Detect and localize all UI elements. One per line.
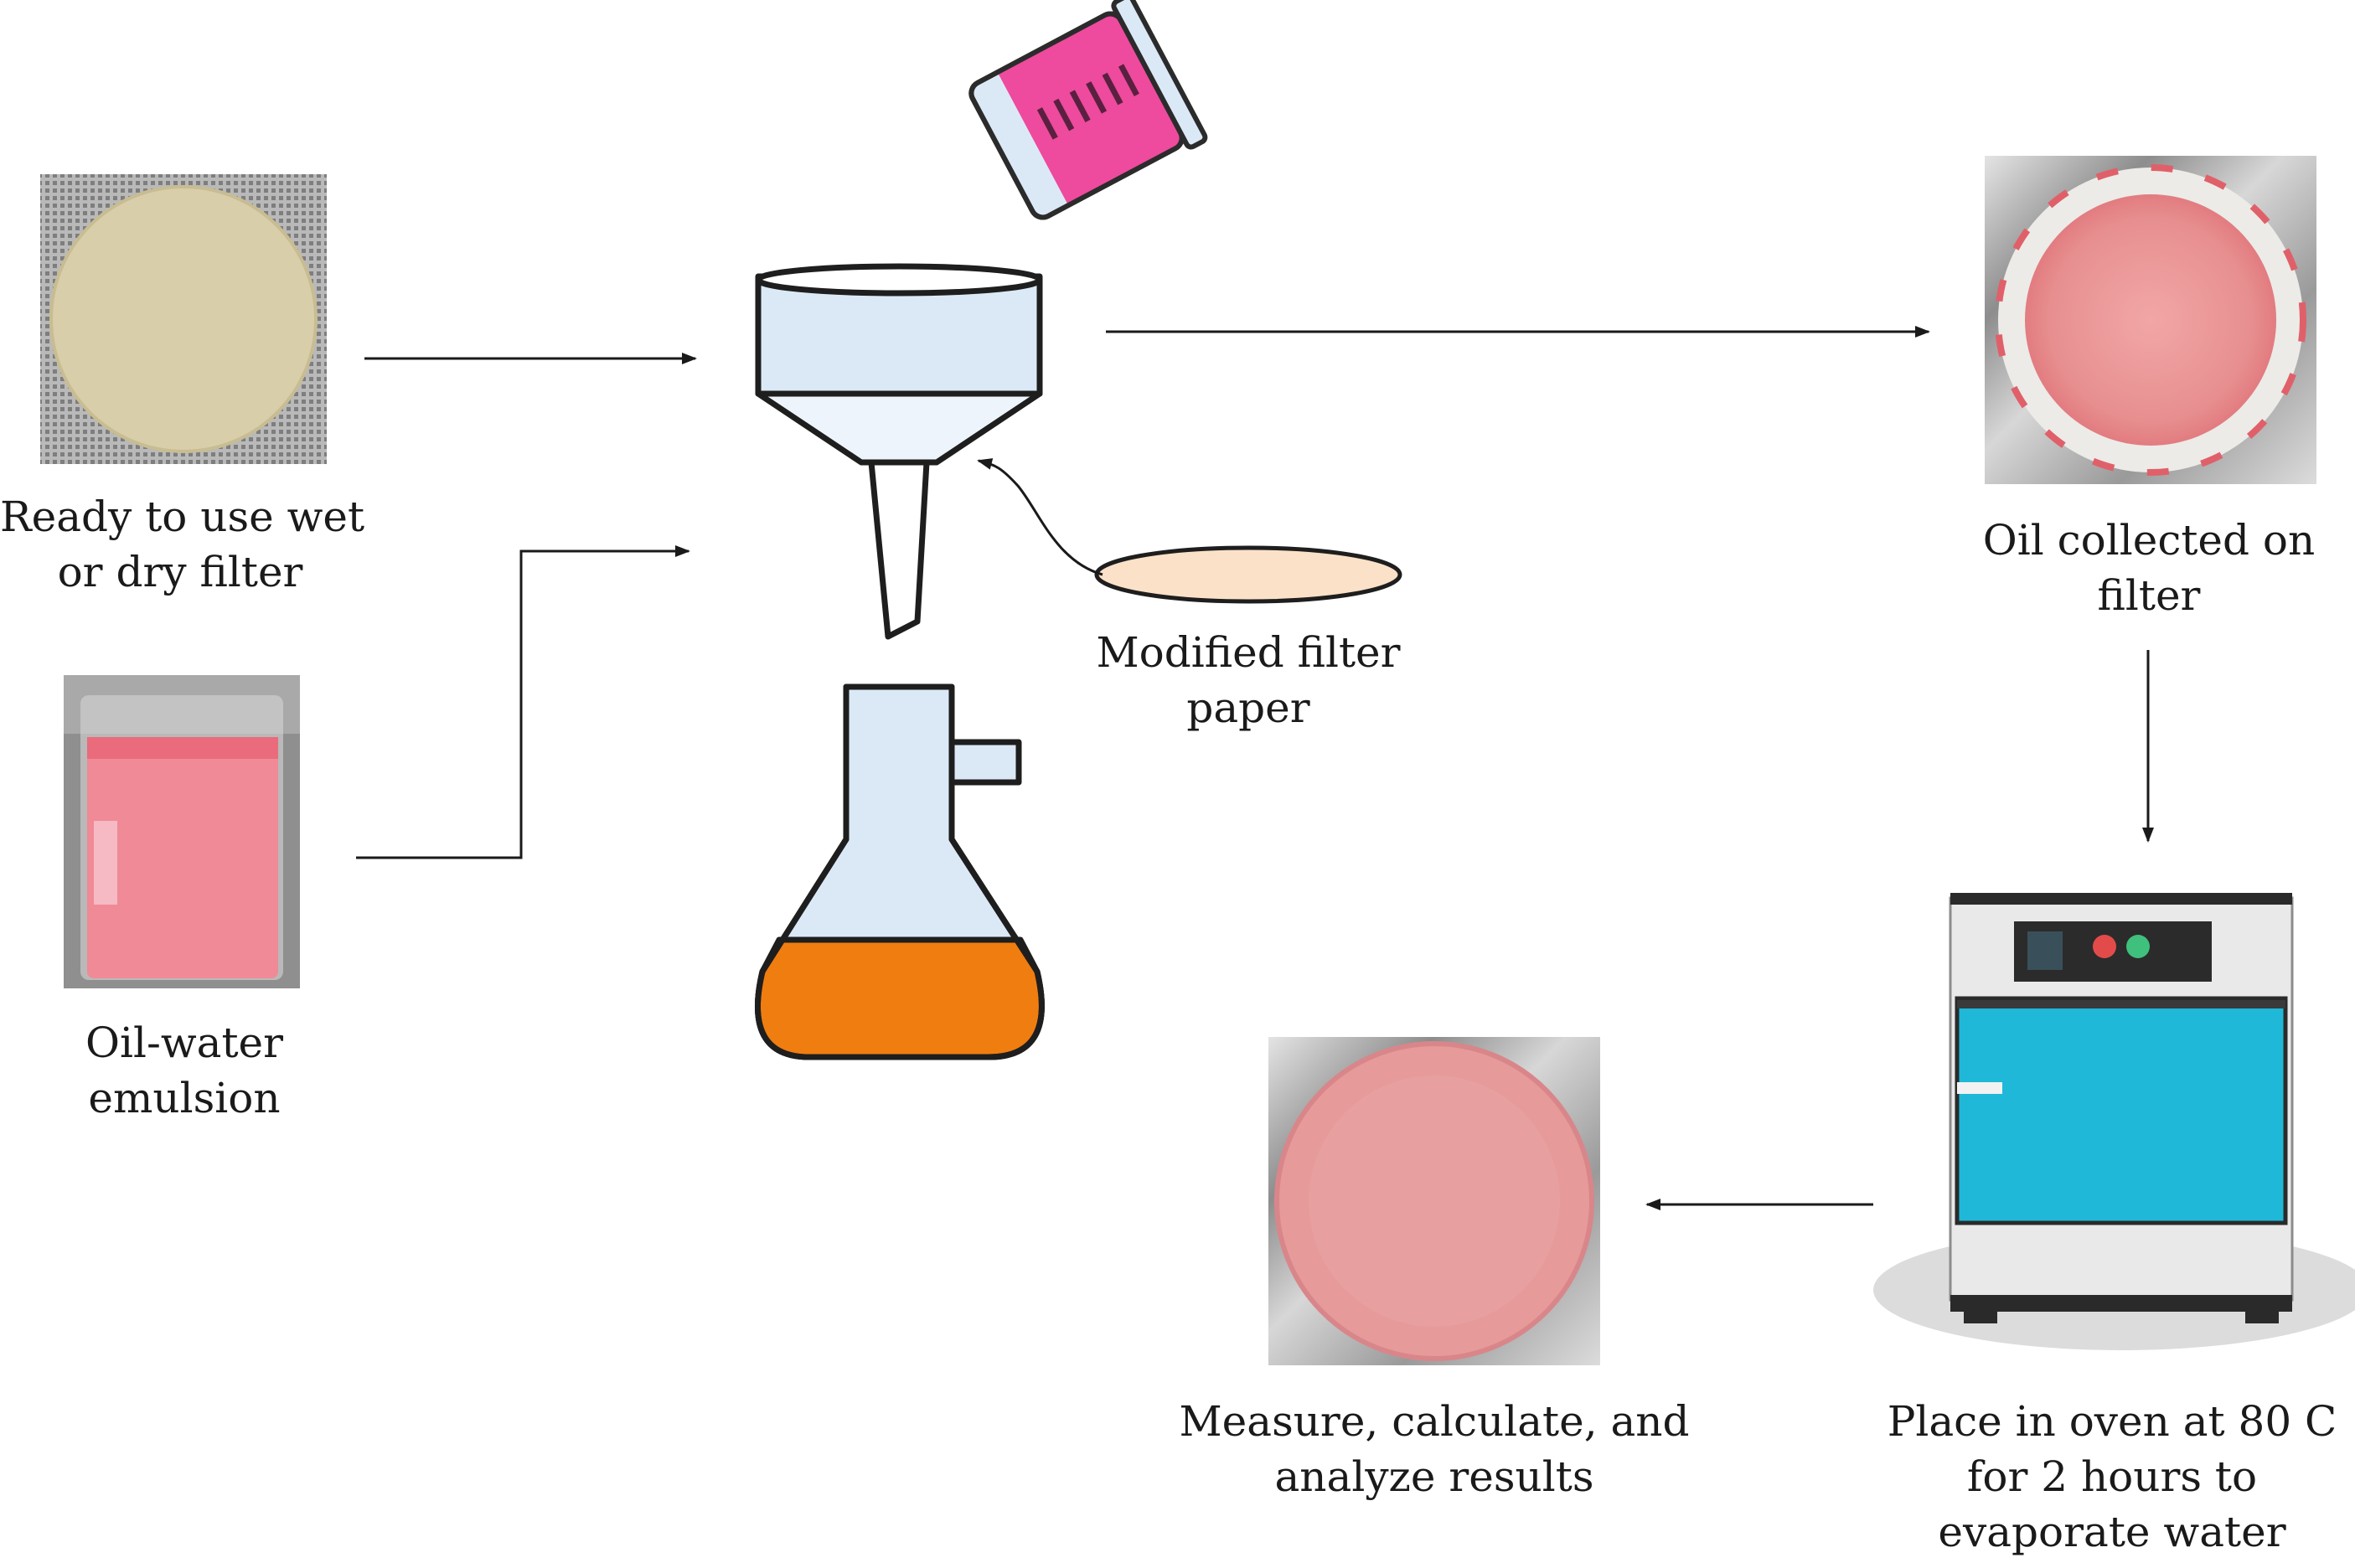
drying-oven-icon	[1873, 893, 2355, 1350]
label-line: Measure, calculate, and	[1179, 1397, 1690, 1446]
label-line: evaporate water	[1938, 1508, 2286, 1556]
filter-paper-photo	[40, 174, 327, 464]
graduated-cylinder-icon	[968, 0, 1208, 220]
beaker-photo	[64, 675, 300, 988]
label-measure: Measure, calculate, and analyze results	[1158, 1394, 1711, 1504]
label-modified-filter: Modified filter paper	[1081, 625, 1416, 735]
label-line: emulsion	[88, 1074, 281, 1122]
buchner-funnel-icon	[755, 263, 1043, 640]
label-oven: Place in oven at 80 C for 2 hours to eva…	[1873, 1394, 2351, 1560]
label-line: for 2 hours to	[1966, 1452, 2258, 1501]
filter-flask-icon	[754, 683, 1045, 1060]
label-line: Oil-water	[85, 1019, 284, 1067]
label-line: Modified filter	[1096, 628, 1401, 677]
label-line: Oil collected on	[1982, 516, 2316, 565]
label-line: Place in oven at 80 C	[1887, 1397, 2337, 1446]
filter-paper-disc-icon	[1094, 545, 1402, 604]
label-emulsion: Oil-water emulsion	[34, 1015, 335, 1126]
label-line: filter	[2097, 571, 2201, 620]
arrow-emulsion-to-funnel	[356, 545, 690, 859]
dried-filter-photo	[1268, 1037, 1600, 1365]
oil-filter-photo	[1985, 156, 2316, 484]
arrow-paper-to-funnel	[977, 458, 1103, 576]
label-line: analyze results	[1274, 1452, 1594, 1501]
label-line: Ready to use wet	[0, 493, 365, 541]
label-line: paper	[1186, 683, 1310, 732]
label-dry-filter: Ready to use wet or dry filter	[0, 489, 365, 600]
label-oil-collected: Oil collected on filter	[1969, 513, 2329, 623]
label-line: or dry filter	[57, 548, 303, 596]
